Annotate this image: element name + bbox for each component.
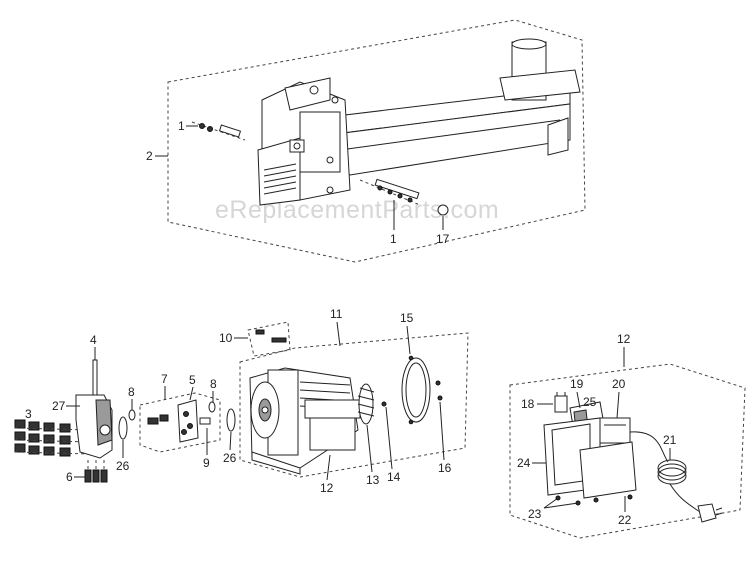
top-callouts: 1 2 1 17 — [146, 119, 450, 246]
callout-22: 22 — [618, 513, 632, 527]
callout-12a: 12 — [320, 481, 334, 495]
seal-8b — [208, 401, 216, 413]
callout-10: 10 — [219, 331, 233, 345]
screw-23d — [627, 494, 633, 500]
splitter-frame-assembly — [167, 19, 586, 263]
callout-3: 3 — [25, 407, 32, 421]
seal-8a — [128, 409, 136, 421]
callout-25: 25 — [583, 395, 597, 409]
callout-15: 15 — [400, 311, 414, 325]
screw-14 — [381, 401, 387, 407]
callout-21: 21 — [663, 433, 677, 447]
screw-16a — [435, 380, 441, 386]
pump-valve-assembly — [14, 359, 236, 483]
bolt-set-upper — [191, 121, 246, 141]
pump-callouts: 4 3 27 6 26 8 7 5 8 9 26 — [25, 333, 237, 484]
valve-plate-5 — [177, 399, 199, 443]
callout-13: 13 — [366, 473, 380, 487]
callout-26b: 26 — [223, 451, 237, 465]
bolt-set-lower — [359, 178, 421, 206]
callout-12b: 12 — [617, 332, 631, 346]
callout-24: 24 — [517, 456, 531, 470]
callout-27: 27 — [52, 399, 66, 413]
screw-kit-10-boundary — [247, 321, 291, 357]
o-ring-26b — [226, 408, 236, 432]
motor-assembly-boundary — [239, 332, 469, 478]
nut-17 — [437, 204, 449, 216]
fitting-set-6 — [84, 460, 108, 483]
screw-10a — [255, 329, 265, 335]
callout-9: 9 — [203, 456, 210, 470]
cover-plate-22 — [579, 441, 637, 499]
callout-8b: 8 — [210, 377, 217, 391]
screw-23c — [593, 497, 599, 503]
callout-11: 11 — [330, 307, 343, 321]
switch-box-assembly — [509, 363, 746, 539]
callout-6: 6 — [66, 470, 73, 484]
fitting-stack-3 — [14, 419, 91, 457]
callout-2: 2 — [146, 149, 153, 163]
switch-callouts: 12 18 19 25 20 21 24 23 22 — [517, 332, 677, 527]
callout-7: 7 — [161, 372, 168, 386]
callout-19: 19 — [570, 377, 584, 391]
capacitor-18 — [554, 395, 568, 413]
callout-17: 17 — [436, 232, 450, 246]
callout-18: 18 — [521, 397, 535, 411]
valve-kit-7-boundary — [139, 392, 221, 453]
watermark-text: eReplacementParts.com — [215, 196, 499, 224]
switch-assembly-boundary — [509, 363, 746, 539]
screw-16b — [437, 395, 443, 401]
callout-26a: 26 — [116, 459, 130, 473]
callout-14: 14 — [387, 470, 401, 484]
fan-cover-15 — [401, 357, 431, 423]
power-cord-21 — [629, 431, 723, 523]
o-ring-26a — [118, 416, 128, 440]
terminal-box — [309, 414, 356, 451]
callout-4: 4 — [90, 333, 97, 347]
relay-box-20 — [599, 417, 631, 444]
callout-1b: 1 — [390, 232, 397, 246]
screw-10b — [271, 337, 287, 343]
motor-callouts: 10 11 15 12 13 14 16 — [219, 307, 452, 495]
push-plate — [257, 137, 301, 206]
callout-5: 5 — [189, 373, 196, 387]
motor-assembly — [239, 321, 469, 478]
callout-1a: 1 — [178, 119, 185, 133]
callout-8a: 8 — [128, 385, 135, 399]
callout-23: 23 — [528, 507, 542, 521]
cooling-fan-13 — [357, 383, 375, 425]
callout-16: 16 — [438, 461, 452, 475]
power-plug — [697, 503, 717, 523]
plunger-4 — [92, 359, 98, 396]
push-plate-ribs — [263, 163, 297, 195]
callout-20: 20 — [612, 377, 626, 391]
